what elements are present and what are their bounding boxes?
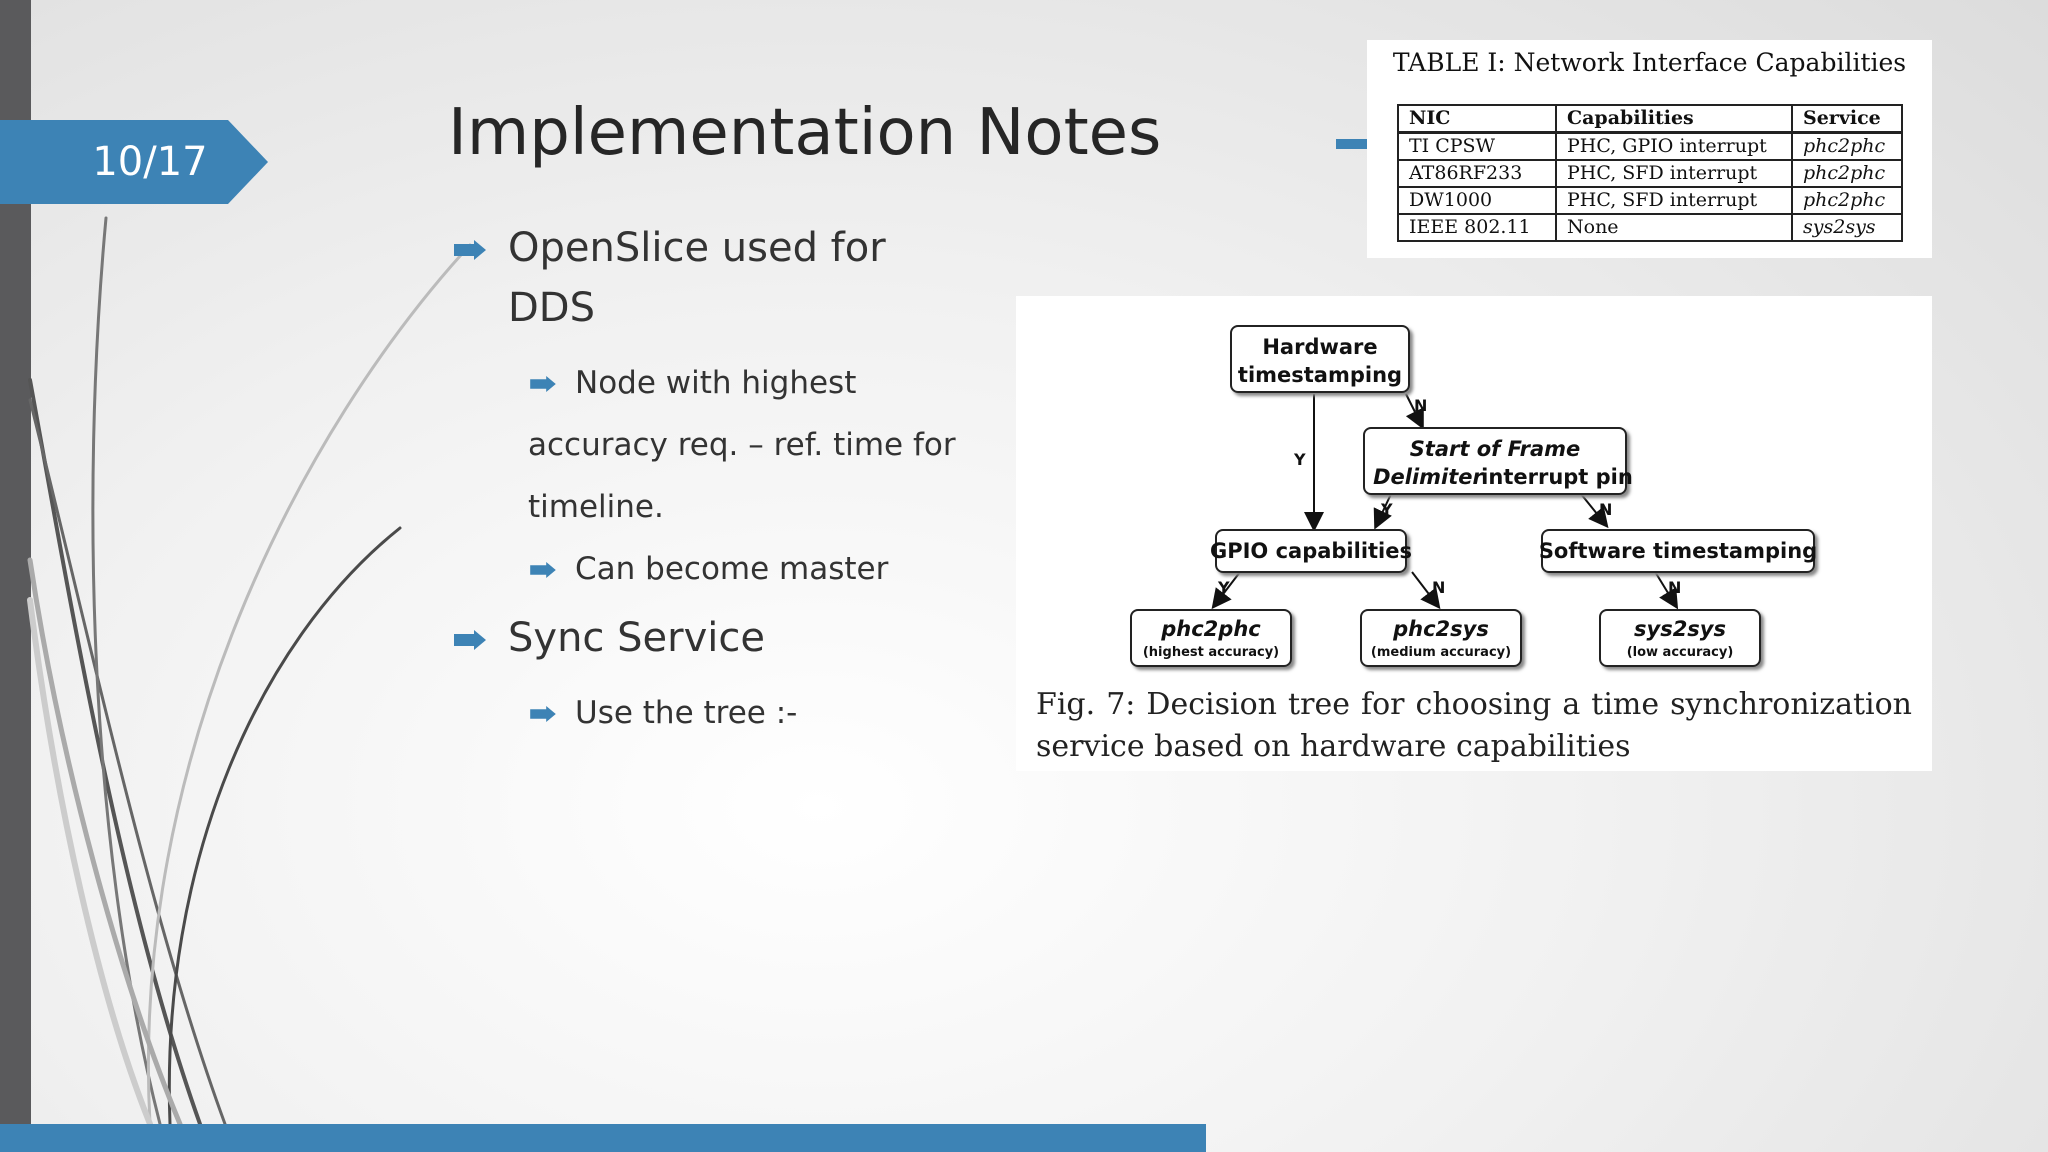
table-cell: TI CPSW xyxy=(1397,131,1557,161)
sub-bullet-node-accuracy-line2: accuracy req. – ref. time for xyxy=(528,427,956,463)
edge-sw-sys2sys xyxy=(1653,569,1679,610)
table-row: DW1000 PHC, SFD interrupt phc2phc xyxy=(1397,186,1903,215)
table-header-cell: Service xyxy=(1791,104,1903,134)
bullet-arrow-icon xyxy=(454,630,486,650)
table-cell: AT86RF233 xyxy=(1397,159,1557,188)
slide-title: Implementation Notes xyxy=(448,96,1162,170)
table-cell: PHC, SFD interrupt xyxy=(1555,159,1793,188)
bottom-accent-bar xyxy=(0,1124,1206,1152)
edge-hw-sfd xyxy=(1405,393,1424,430)
figure-caption: Fig. 7: Decision tree for choosing a tim… xyxy=(1036,687,1912,764)
node-software-timestamping xyxy=(1541,529,1815,573)
edge-label-no: N xyxy=(1599,500,1612,519)
edge-label-yes: Y xyxy=(1217,578,1230,597)
table-cell: PHC, SFD interrupt xyxy=(1555,186,1793,215)
node-text: Start of Frame xyxy=(1410,437,1581,461)
table-cell: DW1000 xyxy=(1397,186,1557,215)
node-sfd-interrupt xyxy=(1363,427,1627,495)
node-phc2sys xyxy=(1360,609,1522,667)
sub-bullet-use-tree: Use the tree :- xyxy=(450,682,970,744)
bullet-sync-service: Sync Service xyxy=(450,608,970,668)
table-header-row: NIC Capabilities Service xyxy=(1397,104,1903,134)
node-text: interrupt pin xyxy=(1481,465,1633,489)
bullet-arrow-icon xyxy=(454,240,486,260)
sub-bullet-arrow-icon xyxy=(530,706,556,722)
decision-tree-diagram: Y N Y N Y N N Hardware timestamping Star… xyxy=(1130,325,1817,667)
node-text: Software timestamping xyxy=(1539,539,1817,563)
edge-label-yes: Y xyxy=(1293,450,1306,469)
table-cell: PHC, GPIO interrupt xyxy=(1555,131,1793,161)
node-text: (low accuracy) xyxy=(1627,645,1734,660)
sub-bullet-arrow-icon xyxy=(530,376,556,392)
edge-label-no: N xyxy=(1432,578,1445,597)
table-cell: phc2phc xyxy=(1791,159,1903,188)
edge-gpio-phc2phc xyxy=(1211,571,1241,610)
table-header-cell: Capabilities xyxy=(1555,104,1793,134)
slide-number-badge: 10/17 xyxy=(0,120,268,204)
table-cell: phc2phc xyxy=(1791,186,1903,215)
node-sys2sys xyxy=(1599,609,1761,667)
sub-bullet-arrow-icon xyxy=(530,562,556,578)
badge-arrow-shape xyxy=(0,120,268,204)
table-caption: TABLE I: Network Interface Capabilities xyxy=(1392,48,1907,77)
edge-label-no: N xyxy=(1414,396,1427,415)
edge-gpio-phc2sys xyxy=(1411,571,1441,610)
nic-capabilities-table: NIC Capabilities Service TI CPSW PHC, GP… xyxy=(1397,104,1903,242)
bullet-openslice: OpenSlice used for DDS xyxy=(450,218,970,338)
table-row: IEEE 802.11 None sys2sys xyxy=(1397,213,1903,242)
node-text: Hardware xyxy=(1262,335,1377,359)
sub-bullet-master: Can become master xyxy=(450,538,970,600)
edge-sfd-gpio xyxy=(1373,493,1392,530)
node-hardware-timestamping xyxy=(1230,325,1410,393)
table-row: TI CPSW PHC, GPIO interrupt phc2phc xyxy=(1397,131,1903,161)
node-gpio-capabilities xyxy=(1215,529,1407,573)
sub-bullet-node-accuracy: Node with highest xyxy=(450,352,970,414)
nic-capabilities-table-image: TABLE I: Network Interface Capabilities … xyxy=(1367,40,1932,258)
node-text: Delimiter xyxy=(1373,465,1484,489)
node-phc2phc xyxy=(1130,609,1292,667)
node-text: phc2sys xyxy=(1392,617,1489,641)
table-row: AT86RF233 PHC, SFD interrupt phc2phc xyxy=(1397,159,1903,188)
node-text: GPIO capabilities xyxy=(1210,539,1412,563)
decision-tree-figure: Y N Y N Y N N Hardware timestamping Star… xyxy=(1016,296,1932,771)
table-cell: None xyxy=(1555,213,1793,242)
node-text: timestamping xyxy=(1238,363,1402,387)
node-text: (medium accuracy) xyxy=(1371,645,1511,660)
edge-label-yes: Y xyxy=(1380,500,1393,519)
edge-sfd-sw xyxy=(1580,493,1609,529)
table-header-cell: NIC xyxy=(1397,104,1557,134)
table-cell: phc2phc xyxy=(1791,131,1903,161)
bullet-list: OpenSlice used for DDS Node with highest… xyxy=(450,210,970,744)
edge-label-no: N xyxy=(1668,578,1681,597)
sub-bullet-node-accuracy-line3: timeline. xyxy=(528,489,664,525)
node-text: phc2phc xyxy=(1160,617,1261,641)
table-cell: IEEE 802.11 xyxy=(1397,213,1557,242)
slide-number: 10/17 xyxy=(92,139,208,185)
table-cell: sys2sys xyxy=(1791,213,1903,242)
node-text: sys2sys xyxy=(1634,617,1726,641)
node-text: (highest accuracy) xyxy=(1143,645,1279,660)
